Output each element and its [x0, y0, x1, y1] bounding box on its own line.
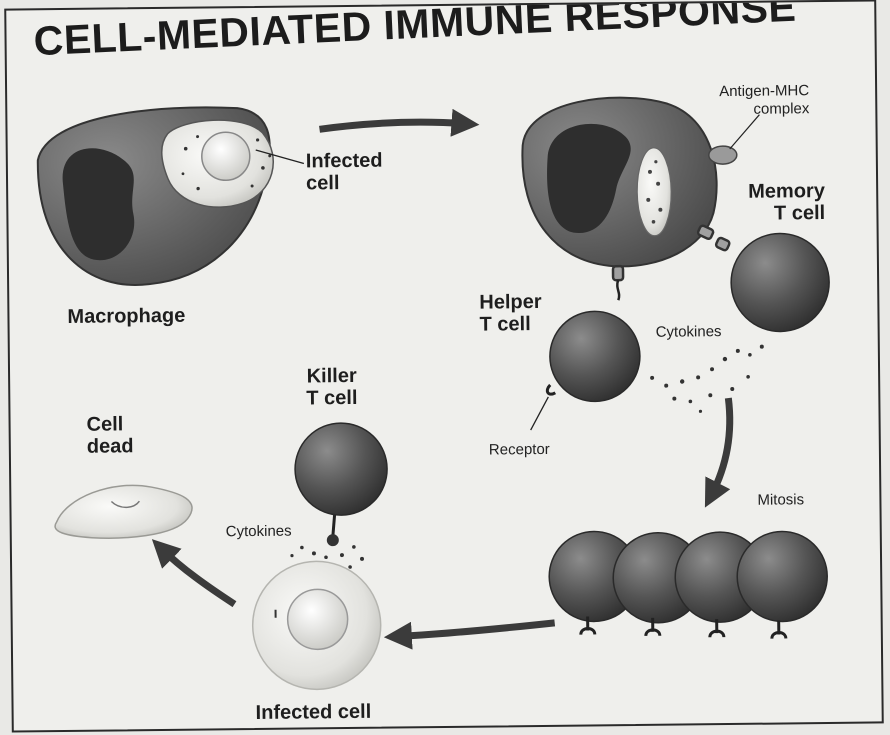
diagram-frame: CELL-MEDIATED IMMUNE RESPONSE — [4, 0, 884, 733]
infected-cell-bottom — [252, 561, 381, 690]
label-macrophage: Macrophage — [67, 305, 185, 328]
cytokine-particles-helper — [650, 345, 765, 414]
label-infected-cell-bottom: Infected cell — [256, 701, 372, 724]
memory-t-cell — [731, 233, 830, 332]
arrow-to-infected-cell — [398, 623, 555, 637]
dead-cell — [55, 485, 193, 539]
macrophage-cell — [37, 107, 274, 286]
receptor-leader-line — [530, 397, 548, 430]
arrow-to-dead-cell — [162, 548, 235, 605]
label-helper-t-cell: Helper T cell — [479, 291, 542, 336]
label-cell-dead: Cell dead — [86, 413, 133, 457]
antigen-presenting-cell — [522, 97, 718, 268]
label-infected-cell-top: Infected cell — [306, 150, 383, 195]
label-mitosis: Mitosis — [757, 491, 804, 509]
arrow-macrophage-to-apc — [319, 122, 465, 130]
label-killer-t-cell: Killer T cell — [306, 365, 358, 410]
arrow-to-mitosis — [710, 398, 730, 495]
antigen-mhc-complex — [708, 115, 760, 165]
killer-t-cell — [295, 423, 388, 547]
label-cytokines-right: Cytokines — [656, 323, 722, 342]
helper-t-cell — [547, 311, 641, 402]
label-receptor: Receptor — [489, 441, 550, 460]
mitosis-cells — [549, 529, 828, 641]
label-cytokines-bottom: Cytokines — [226, 523, 292, 542]
label-memory-t-cell: Memory T cell — [748, 180, 825, 225]
label-antigen-mhc-complex: Antigen-MHC complex — [719, 82, 809, 119]
